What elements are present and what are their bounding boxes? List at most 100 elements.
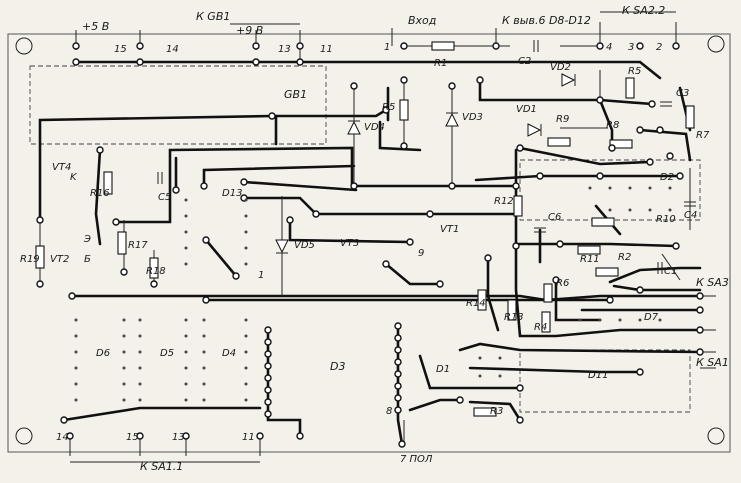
label-c2: C2 bbox=[518, 56, 531, 67]
pin-mark-k: K bbox=[70, 172, 78, 183]
d11-outline bbox=[519, 349, 691, 413]
label-c5: C5 bbox=[158, 192, 171, 203]
label-r8: R8 bbox=[606, 120, 619, 131]
top-pin-3: 3 bbox=[628, 42, 634, 53]
label-r2: R2 bbox=[618, 252, 631, 263]
capacitor-c2 bbox=[533, 40, 539, 52]
bottom-pin-15: 15 bbox=[126, 432, 139, 443]
label-input: Вход bbox=[408, 14, 436, 27]
label-c4: C4 bbox=[684, 210, 697, 221]
chip-d3-pins bbox=[264, 322, 402, 418]
chip-d3: D3 bbox=[330, 360, 345, 373]
pin-mark-e: Э bbox=[83, 234, 91, 245]
top-pin-13: 13 bbox=[278, 44, 291, 55]
pin-mark-8: 8 bbox=[386, 406, 392, 417]
bottom-pin-11: 11 bbox=[242, 432, 255, 443]
diode-vd3 bbox=[445, 112, 459, 127]
label-r18: R18 bbox=[146, 266, 166, 277]
label-c3: C3 bbox=[676, 88, 689, 99]
top-pin-1: 1 bbox=[384, 42, 390, 53]
label-c6: C6 bbox=[548, 212, 561, 223]
label-c1: C1 bbox=[664, 266, 677, 277]
label-r9: R9 bbox=[556, 114, 569, 125]
top-pin-4: 4 bbox=[606, 42, 612, 53]
label-r13: R13 bbox=[504, 312, 524, 323]
pin-mark-1: 1 bbox=[258, 270, 264, 281]
label-plus5v: +5 В bbox=[82, 20, 109, 33]
label-pin7-pol: 7 ПОЛ bbox=[400, 454, 433, 465]
capacitor-c3 bbox=[660, 101, 672, 107]
pads bbox=[36, 42, 704, 448]
label-r17: R17 bbox=[128, 240, 148, 251]
resistor-r14-body bbox=[477, 289, 487, 311]
label-to-sa22: К SA2.2 bbox=[622, 4, 665, 17]
mounting-hole bbox=[15, 37, 33, 55]
label-r4: R4 bbox=[534, 322, 547, 333]
resistor-r4-body bbox=[541, 311, 551, 333]
resistor-r9-body bbox=[547, 137, 571, 147]
label-r5a: R5 bbox=[382, 102, 395, 113]
chip-d6: D6 bbox=[96, 348, 110, 359]
resistor-r3-body bbox=[473, 407, 497, 417]
label-r1: R1 bbox=[434, 58, 447, 69]
diode-vd1 bbox=[527, 123, 542, 137]
resistor-r1-body bbox=[431, 41, 455, 51]
chip-d13: D13 bbox=[222, 188, 242, 199]
top-pin-15: 15 bbox=[114, 44, 127, 55]
label-r3: R3 bbox=[490, 406, 503, 417]
capacitor-c1 bbox=[657, 262, 663, 274]
label-vd1: VD1 bbox=[516, 104, 537, 115]
label-r7: R7 bbox=[696, 130, 710, 141]
capacitor-c5 bbox=[157, 172, 163, 184]
chip-d5: D5 bbox=[160, 348, 174, 359]
chip-gb1: GB1 bbox=[284, 88, 307, 101]
label-to-gb1: К GB1 bbox=[196, 10, 230, 23]
label-vd2: VD2 bbox=[550, 62, 571, 73]
mounting-hole bbox=[707, 35, 725, 53]
label-vt4: VT4 bbox=[52, 162, 71, 173]
label-r10: R10 bbox=[656, 214, 676, 225]
resistor-r16-body bbox=[103, 171, 113, 195]
resistor-r10-body bbox=[591, 217, 615, 227]
label-vt2: VT2 bbox=[50, 254, 69, 265]
bottom-pin-13: 13 bbox=[172, 432, 185, 443]
chip-d7: D7 bbox=[644, 312, 659, 323]
resistor-r8-body bbox=[609, 139, 633, 149]
mounting-hole bbox=[707, 427, 725, 445]
gb1-outline bbox=[29, 65, 327, 145]
pin-mark-9: 9 bbox=[418, 248, 424, 259]
resistor-r11-body bbox=[577, 245, 601, 255]
resistor-r5a-body bbox=[399, 99, 409, 121]
resistor-r18-body bbox=[149, 257, 159, 279]
resistor-r5-body bbox=[625, 77, 635, 99]
label-r14: R14 bbox=[466, 298, 486, 309]
chip-d1: D1 bbox=[436, 364, 450, 375]
chip-d4: D4 bbox=[222, 348, 236, 359]
label-r11: R11 bbox=[580, 254, 600, 265]
resistor-r13-body bbox=[507, 299, 517, 321]
chip-vt1: VT1 bbox=[440, 224, 459, 235]
mounting-hole bbox=[15, 427, 33, 445]
label-plus9v: +9 В bbox=[236, 24, 263, 37]
chip-d11: D11 bbox=[588, 370, 608, 381]
label-to-pin6: К выв.6 D8-D12 bbox=[502, 14, 591, 27]
label-vd3: VD3 bbox=[462, 112, 483, 123]
resistor-r7-body bbox=[685, 105, 695, 129]
resistor-r19-body bbox=[35, 245, 45, 269]
label-vd4: VD4 bbox=[364, 122, 385, 133]
capacitor-c4 bbox=[684, 201, 696, 207]
label-r6: R6 bbox=[556, 278, 569, 289]
diode-vd4 bbox=[347, 120, 361, 135]
top-pin-11: 11 bbox=[320, 44, 333, 55]
label-to-sa3: К SA3 bbox=[696, 276, 729, 289]
label-r5: R5 bbox=[628, 66, 641, 77]
label-r19: R19 bbox=[20, 254, 40, 265]
chip-d2: D2 bbox=[660, 172, 674, 183]
bottom-pin-14: 14 bbox=[56, 432, 69, 443]
top-pin-2: 2 bbox=[656, 42, 662, 53]
chip-footprint-dots bbox=[74, 186, 672, 402]
diode-vd2 bbox=[561, 73, 576, 87]
diode-vd5 bbox=[275, 239, 289, 254]
label-r16: R16 bbox=[90, 188, 110, 199]
